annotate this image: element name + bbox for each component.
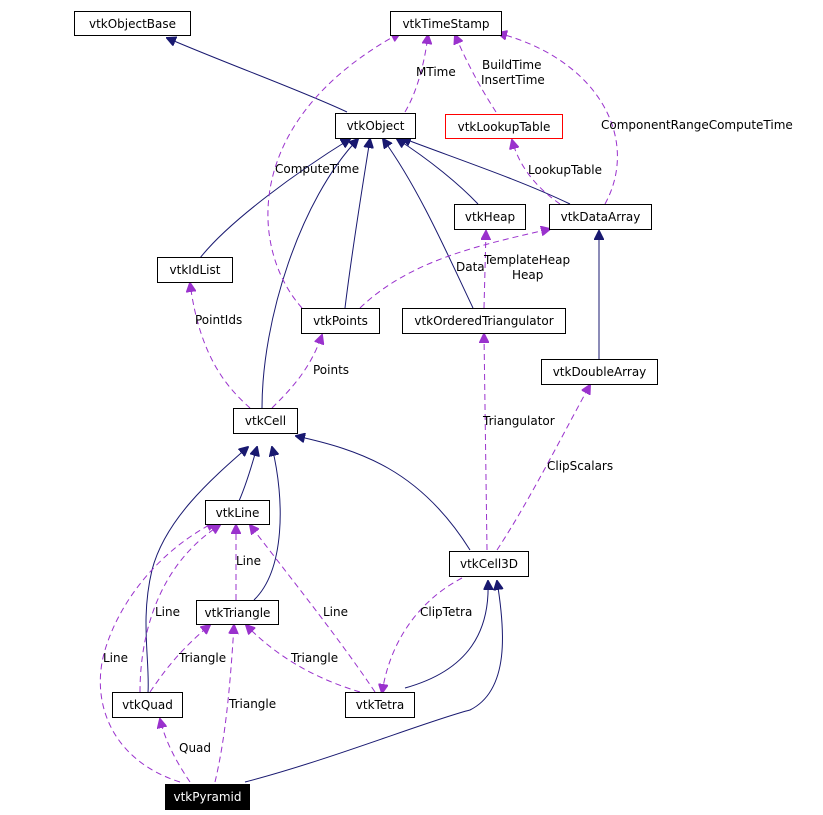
label-inserttime: InsertTime [481,73,545,87]
node-vtkLine[interactable]: vtkLine [205,500,270,525]
label-buildtime: BuildTime [482,58,542,72]
node-vtkTriangle[interactable]: vtkTriangle [196,600,279,625]
edge-vtkCell3D-to-vtkCell [296,436,471,551]
label-pointids: PointIds [195,313,242,327]
label-triangle-quad: Triangle [178,651,226,665]
node-vtkQuad[interactable]: vtkQuad [112,692,183,718]
node-vtkCell3D[interactable]: vtkCell3D [449,551,529,577]
inheritance-edges [145,38,599,783]
edge-vtkQuad-vtkTriangle [149,625,210,693]
edge-vtkPyramid-to-vtkCell3D [244,581,503,783]
node-label: vtkTimeStamp [402,17,489,31]
label-cliptetra: ClipTetra [420,605,472,619]
label-triangle-pyramid: Triangle [228,697,276,711]
edge-vtkDataArray-vtkTimeStamp [498,33,618,205]
node-label: vtkObject [347,119,405,133]
nodes: vtkObjectBase vtkTimeStamp vtkObject vtk… [74,11,658,810]
node-vtkTimeStamp[interactable]: vtkTimeStamp [390,11,502,36]
edge-vtkHeap-to-vtkObject [397,139,479,205]
label-data: Data [456,260,485,274]
usage-edges [99,33,618,783]
node-label: vtkCell3D [460,557,518,571]
label-heap: Heap [512,268,543,282]
node-vtkCell[interactable]: vtkCell [233,408,298,434]
label-line-triangle: Line [236,554,261,568]
edge-vtkDataArray-vtkLookupTable [512,140,561,205]
node-label: vtkPoints [313,314,368,328]
edge-vtkCell3D-vtkTetra [382,577,463,693]
edge-vtkOrderedTriangulator-vtkHeap [484,231,486,309]
edge-vtkCell-vtkPoints [271,335,322,409]
label-triangle-tetra: Triangle [290,651,338,665]
node-label: vtkDataArray [561,210,641,224]
label-componentrange: ComponentRangeComputeTime [601,118,793,132]
node-vtkIdList[interactable]: vtkIdList [157,257,233,283]
edge-vtkOrderedTriangulator-to-vtkObject [383,139,474,309]
edge-vtkTriangle-to-vtkCell [253,447,281,601]
edge-vtkCell-to-vtkObject [261,139,358,409]
edge-vtkTetra-vtkTriangle [246,625,361,693]
label-line-tetra: Line [323,605,348,619]
label-clipscalars: ClipScalars [547,459,613,473]
edge-vtkPoints-to-vtkObject [344,139,370,309]
node-vtkTetra[interactable]: vtkTetra [345,692,415,718]
node-vtkDoubleArray[interactable]: vtkDoubleArray [541,359,658,385]
node-label: vtkHeap [465,210,515,224]
node-vtkOrderedTriangulator[interactable]: vtkOrderedTriangulator [402,308,566,334]
node-label: vtkLookupTable [458,120,551,134]
edge-vtkPoints-vtkDataArray [359,229,550,309]
edge-vtkCell3D-vtkOrderedTriangulator [484,334,487,551]
node-label: vtkTetra [356,698,404,712]
node-label: vtkIdList [170,263,221,277]
edge-vtkIdList-to-vtkObject [199,139,350,259]
edge-vtkQuad-vtkLine [139,525,220,693]
label-line-quad: Line [155,605,180,619]
node-vtkObject[interactable]: vtkObject [335,113,416,139]
edge-vtkCell3D-vtkDoubleArray [496,385,590,551]
node-vtkPoints[interactable]: vtkPoints [301,308,380,334]
label-triangulator: Triangulator [482,414,555,428]
edge-vtkPyramid-vtkTriangle [214,625,234,783]
node-label: vtkTriangle [205,606,271,620]
edge-vtkPoints-vtkTimeStamp [267,33,400,309]
node-vtkObjectBase[interactable]: vtkObjectBase [74,11,191,36]
label-points: Points [313,363,349,377]
node-label: vtkOrderedTriangulator [414,314,553,328]
node-label: vtkLine [216,506,260,520]
label-quad: Quad [179,741,211,755]
node-vtkLookupTable[interactable]: vtkLookupTable [445,114,563,139]
label-templateheap: TemplateHeap [483,253,570,267]
edge-vtkTetra-to-vtkCell3D [404,581,488,689]
edge-vtkDataArray-to-vtkObject [402,138,571,205]
node-vtkDataArray[interactable]: vtkDataArray [549,204,652,230]
node-label: vtkQuad [122,698,173,712]
node-vtkHeap[interactable]: vtkHeap [454,204,526,230]
label-computetime: ComputeTime [275,162,359,176]
edge-vtkPyramid-vtkQuad [160,719,191,783]
node-label: vtkObjectBase [89,17,176,31]
edge-vtkObject-vtkTimeStamp-mtime [404,35,428,113]
edge-vtkObject-to-vtkObjectBase [167,38,348,113]
node-label: vtkPyramid [173,790,241,804]
node-vtkPyramid[interactable]: vtkPyramid [165,784,250,810]
edge-vtkTetra-vtkLine [250,525,376,693]
label-lookuptable: LookupTable [528,163,602,177]
node-label: vtkCell [245,414,286,428]
label-line-pyramid: Line [103,651,128,665]
edge-vtkCell-vtkIdList [190,283,251,409]
edge-labels: MTime BuildTime InsertTime ComponentRang… [103,58,793,755]
node-label: vtkDoubleArray [553,365,647,379]
edge-vtkLine-to-vtkCell [238,447,257,502]
label-mtime: MTime [416,65,456,79]
